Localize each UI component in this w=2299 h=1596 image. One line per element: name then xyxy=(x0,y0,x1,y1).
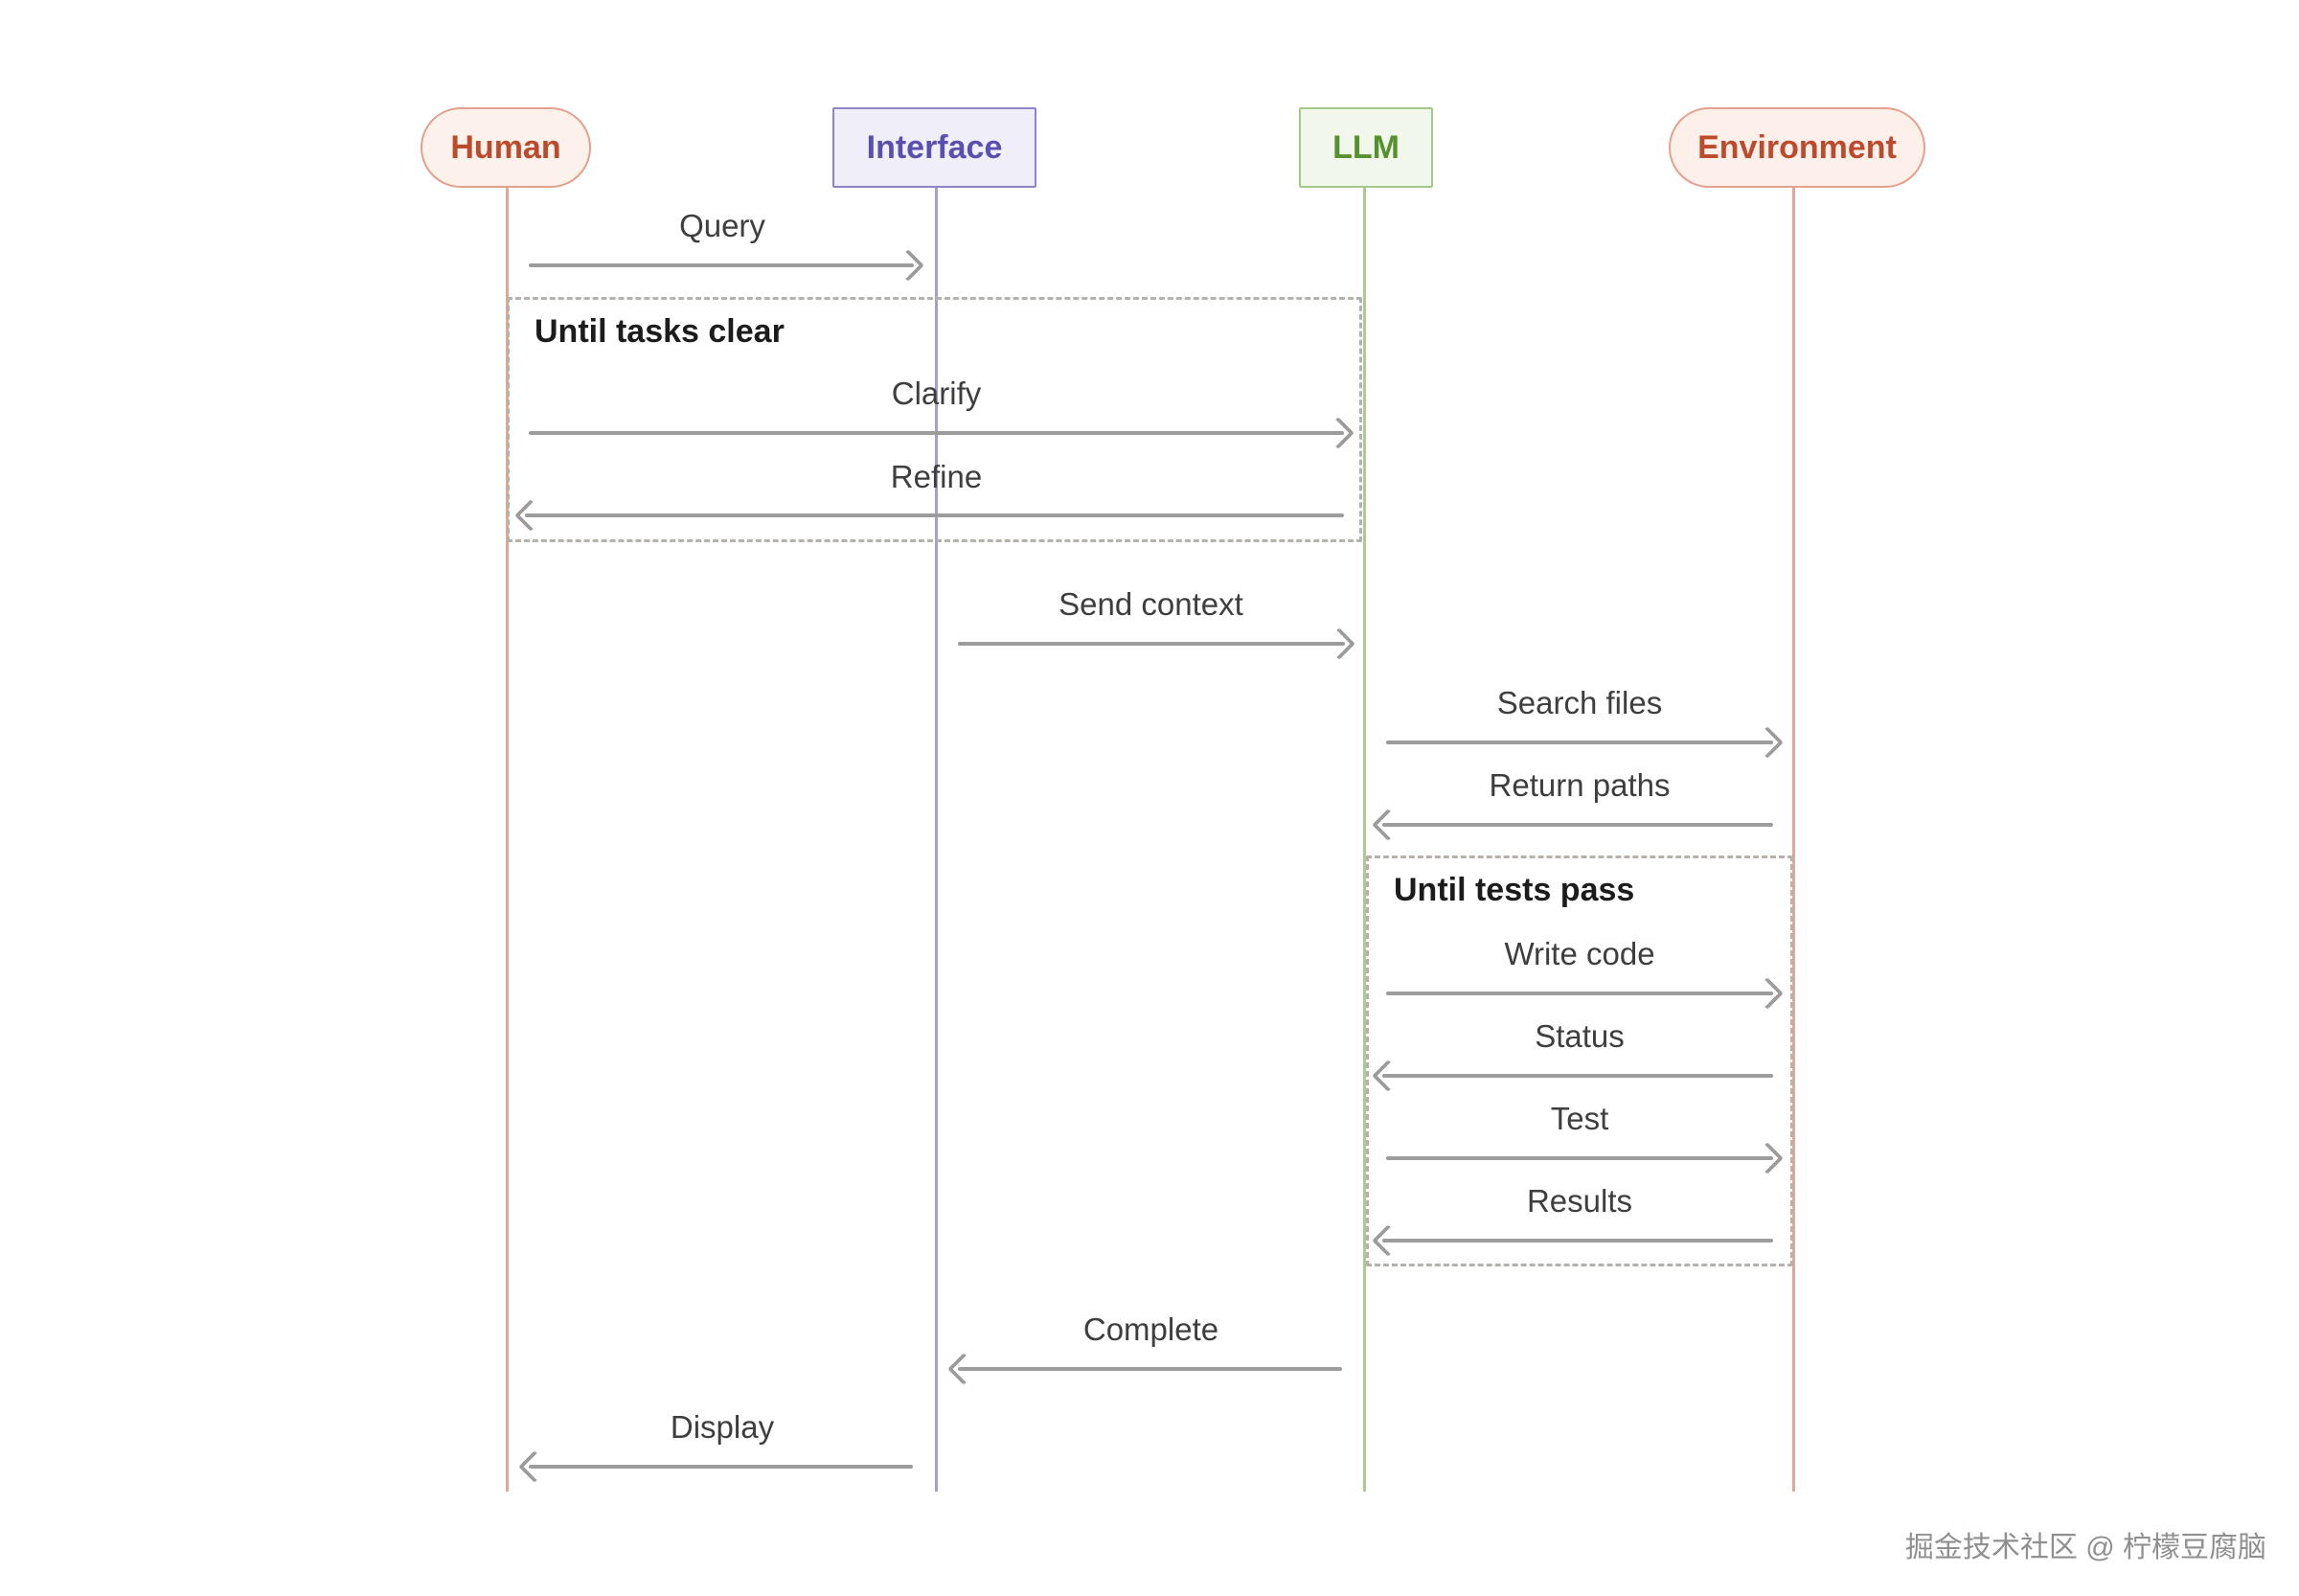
message-test-label: Test xyxy=(1550,1101,1609,1136)
arrow-right-icon xyxy=(892,249,924,282)
message-search-files-label: Search files xyxy=(1496,685,1663,720)
message-search-files-arrow xyxy=(1386,726,1784,759)
loop-title-until-tests-pass: Until tests pass xyxy=(1394,872,1635,908)
message-complete-label: Complete xyxy=(1082,1311,1219,1347)
message-complete-arrow xyxy=(947,1353,1342,1385)
loop-box-until-tests-pass: Until tests pass xyxy=(1366,855,1793,1266)
loop-box-until-tasks-clear: Until tasks clear xyxy=(507,297,1362,542)
participant-environment: Environment xyxy=(1669,107,1925,188)
message-test-arrow xyxy=(1386,1142,1784,1174)
message-results-label: Results xyxy=(1526,1183,1633,1219)
message-refine-label: Refine xyxy=(890,459,983,494)
arrow-left-icon xyxy=(1372,809,1404,841)
participant-human-label: Human xyxy=(450,128,561,166)
arrow-right-icon xyxy=(1323,627,1355,660)
participant-environment-label: Environment xyxy=(1697,128,1897,166)
message-display-arrow xyxy=(518,1450,913,1483)
message-query-arrow xyxy=(529,249,924,282)
message-query-label: Query xyxy=(679,208,765,243)
lifeline-human xyxy=(506,188,509,1492)
message-clarify-arrow xyxy=(529,417,1354,449)
message-refine-arrow xyxy=(514,499,1344,532)
watermark: 掘金技术社区 @ 柠檬豆腐脑 xyxy=(1904,1532,2266,1563)
message-status-label: Status xyxy=(1535,1018,1625,1054)
message-status-arrow xyxy=(1372,1060,1773,1092)
participant-interface: Interface xyxy=(832,107,1036,188)
loop-title-until-tasks-clear: Until tasks clear xyxy=(535,313,785,350)
lifeline-interface xyxy=(935,188,938,1492)
message-results-arrow xyxy=(1372,1224,1773,1257)
arrow-left-icon xyxy=(947,1353,980,1385)
message-send-context-label: Send context xyxy=(1058,586,1243,622)
message-return-paths-arrow xyxy=(1372,809,1773,841)
message-write-code-label: Write code xyxy=(1504,936,1655,971)
arrow-left-icon xyxy=(518,1450,551,1483)
message-return-paths-label: Return paths xyxy=(1489,767,1671,803)
arrow-right-icon xyxy=(1751,726,1784,759)
participant-human: Human xyxy=(421,107,591,188)
participant-llm: LLM xyxy=(1299,107,1433,188)
lifeline-environment xyxy=(1792,188,1795,1492)
message-send-context-arrow xyxy=(958,627,1355,660)
message-display-label: Display xyxy=(670,1409,775,1445)
lifeline-llm xyxy=(1363,188,1366,1492)
message-write-code-arrow xyxy=(1386,977,1784,1010)
message-clarify-label: Clarify xyxy=(891,376,982,411)
participant-interface-label: Interface xyxy=(866,128,1003,166)
participant-llm-label: LLM xyxy=(1332,128,1400,166)
